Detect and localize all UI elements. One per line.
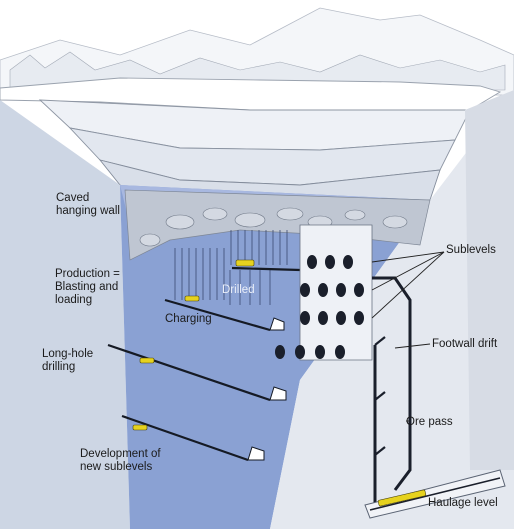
ore-pass-label: Ore pass [406,416,453,428]
production-label: Production = Blasting and loading [55,268,125,310]
drift-portals [247,317,287,461]
loader-production [235,259,255,267]
development-line-2: new sublevels [80,461,153,473]
long-hole-drilling-label: Long-hole drilling [42,348,102,376]
production-line-1: Production = [55,268,120,280]
haulage-rail [369,477,501,511]
rubble-boulders [139,207,408,247]
development-label: Development of new sublevels [80,448,180,476]
drift-long-hole [107,343,271,402]
sublevel-drifts [107,266,301,462]
development-line-1: Development of [80,448,161,460]
drilled-fan-holes [174,230,288,305]
sublevel-grid-block [299,224,373,361]
drill-rig [139,357,155,364]
left-rock-wall [0,100,130,529]
charging-label: Charging [165,313,212,325]
haulage-level-label: Haulage level [428,497,498,509]
long-hole-drilling-line-2: drilling [42,361,76,373]
haulage-train [377,489,427,507]
drift-charging [164,298,271,332]
caved-hanging-wall-line-1: Caved [56,192,90,204]
ore-pass-branches [374,336,386,456]
charging-truck [184,295,200,302]
sublevels-label: Sublevels [446,244,496,256]
drilled-label: Drilled [222,284,255,296]
footwall-rock [270,90,514,529]
drift-upper [231,266,301,272]
footwall-drift [372,276,412,491]
long-hole-drilling-line-1: Long-hole [42,348,94,360]
development-jumbo [132,424,148,431]
caved-rubble [124,189,431,261]
crosscut-openings [275,255,364,359]
vehicles [132,259,427,507]
footwall-edge [465,90,514,470]
caved-hanging-wall-line-2: hanging wall [56,205,120,217]
caved-hanging-wall-label: Caved hanging wall [56,192,126,220]
footwall-drift-label: Footwall drift [432,338,498,350]
production-line-3: loading [55,294,93,306]
drift-development [121,414,249,462]
production-line-2: Blasting and [55,281,119,293]
leader-lines [371,251,445,422]
